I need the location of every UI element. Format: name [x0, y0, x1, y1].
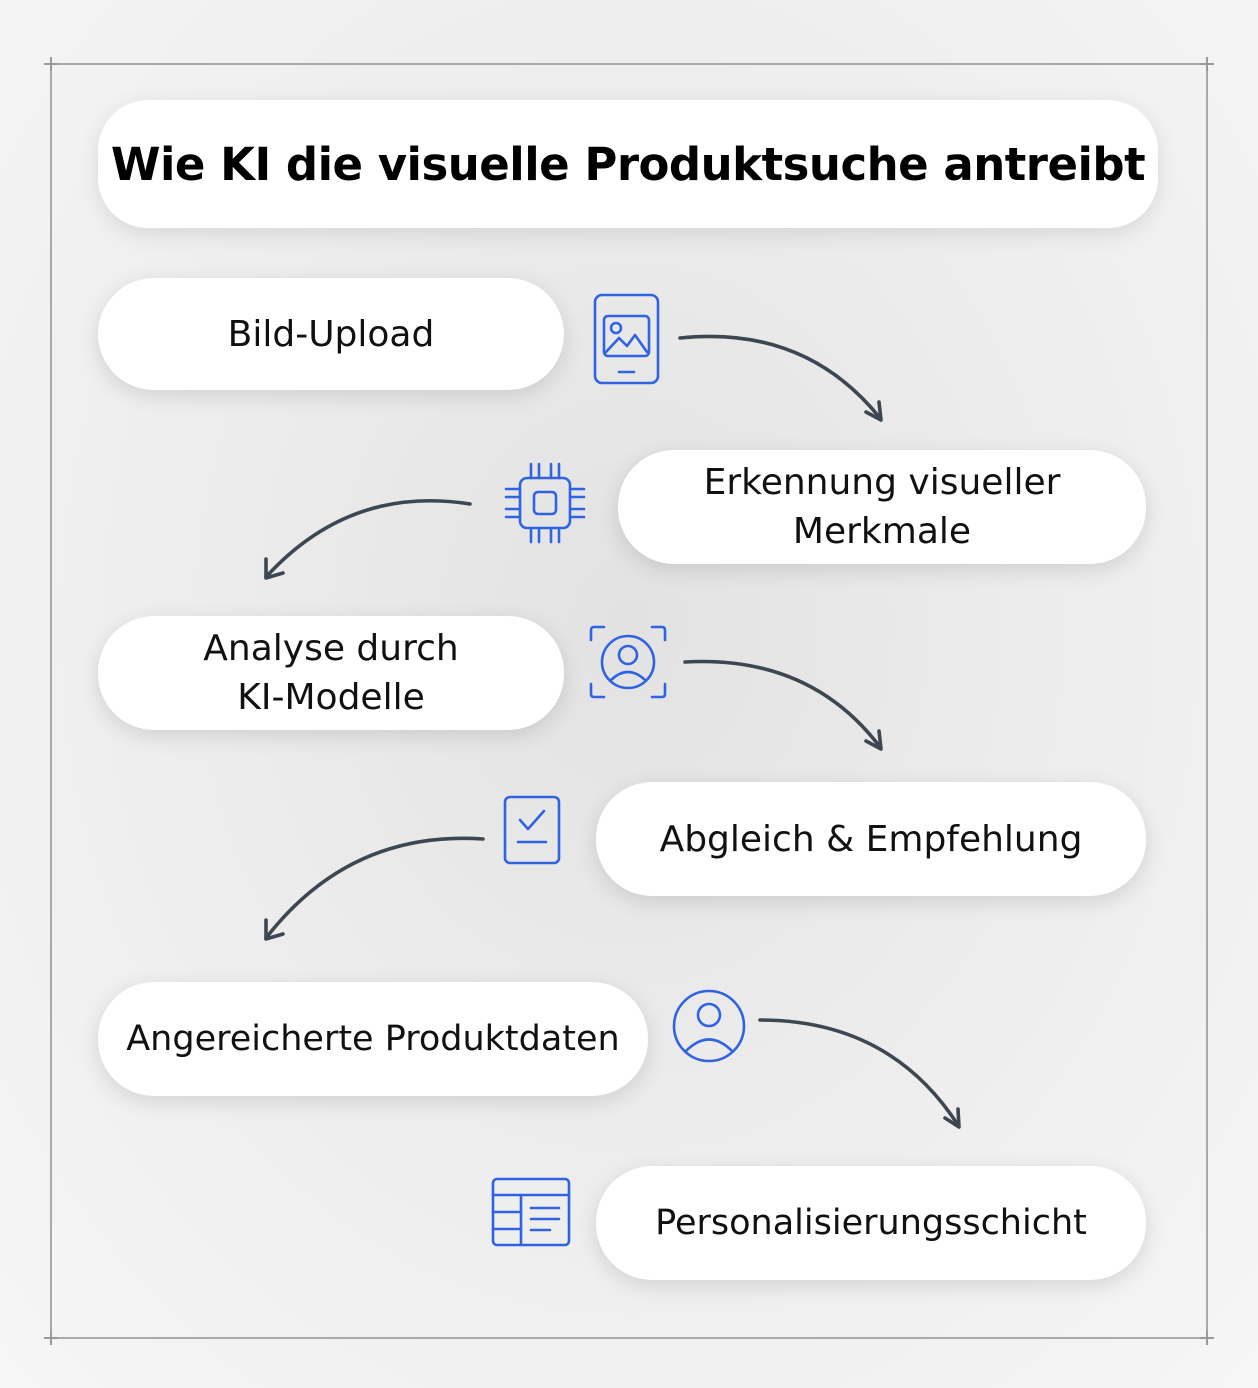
- user-circle-icon: [672, 989, 746, 1063]
- table-layout-icon: [491, 1177, 571, 1247]
- arrow-3-right-down: [683, 659, 883, 751]
- step-label: Bild-Upload: [227, 313, 435, 355]
- step-label: Analyse durch KI-Modelle: [203, 628, 459, 718]
- step-box-bild-upload: Bild-Upload: [98, 278, 564, 390]
- corner-mark-bottom-right: [1200, 1331, 1214, 1345]
- arrow-5-right-down: [758, 1018, 961, 1129]
- diagram-title: Wie KI die visuelle Produktsuche antreib…: [110, 137, 1146, 191]
- step-box-erkennung-visueller-merkmale: Erkennung visueller Merkmale: [618, 450, 1146, 564]
- image-upload-tablet-icon: [593, 293, 660, 385]
- frame-right-line: [1206, 63, 1208, 1339]
- corner-mark-top-left: [44, 57, 58, 71]
- frame-top-line: [50, 63, 1208, 65]
- step-label: Abgleich & Empfehlung: [659, 818, 1083, 860]
- face-scan-icon: [589, 625, 667, 699]
- corner-mark-bottom-left: [44, 1331, 58, 1345]
- step-label: Personalisierungsschicht: [655, 1202, 1087, 1243]
- title-box: Wie KI die visuelle Produktsuche antreib…: [98, 100, 1158, 228]
- arrow-4-left-down: [264, 836, 485, 941]
- step-label: Erkennung visueller Merkmale: [703, 462, 1061, 552]
- step-box-analyse-durch-ki-modelle: Analyse durch KI-Modelle: [98, 616, 564, 730]
- checklist-document-icon: [503, 795, 561, 865]
- step-box-personalisierungsschicht: Personalisierungsschicht: [596, 1166, 1146, 1280]
- arrow-1-right-down: [678, 334, 883, 422]
- cpu-chip-icon: [504, 462, 586, 544]
- step-box-angereicherte-produktdaten: Angereicherte Produktdaten: [98, 982, 648, 1096]
- step-label: Angereicherte Produktdaten: [126, 1018, 620, 1059]
- frame-left-line: [50, 63, 52, 1339]
- corner-mark-top-right: [1200, 57, 1214, 71]
- step-box-abgleich-empfehlung: Abgleich & Empfehlung: [596, 782, 1146, 896]
- frame-bottom-line: [50, 1337, 1208, 1339]
- arrow-2-left-down: [264, 498, 472, 580]
